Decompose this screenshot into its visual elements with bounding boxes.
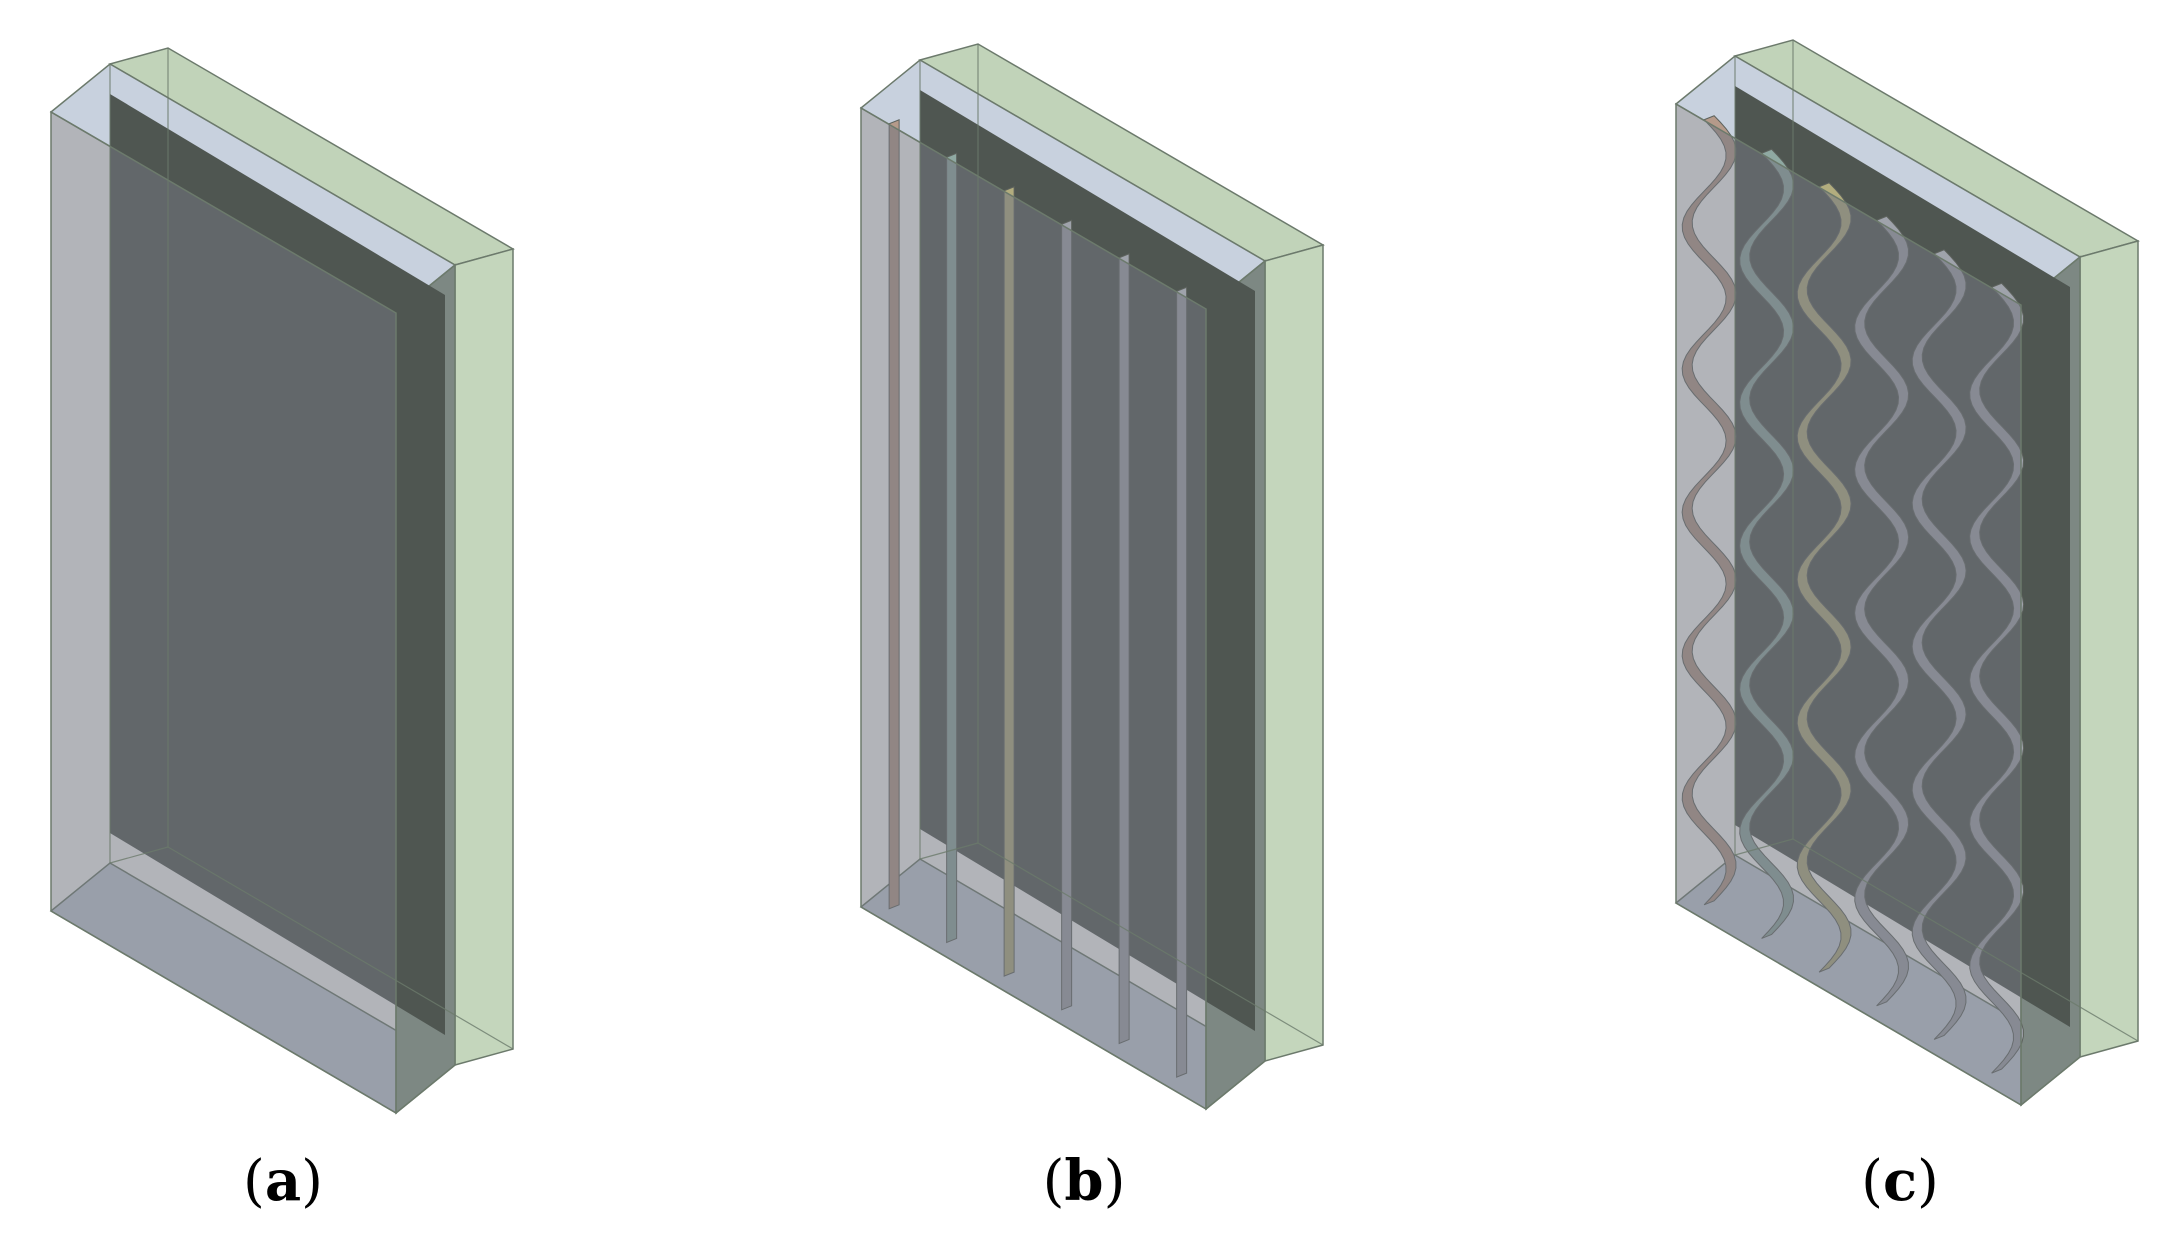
panel-a-plain-box bbox=[49, 47, 515, 1115]
slab-front-face bbox=[1675, 102, 2022, 1107]
caption-b: (b) bbox=[1042, 1148, 1126, 1214]
green-layer-side bbox=[454, 248, 514, 1066]
slab-front-face bbox=[50, 110, 397, 1115]
panel-c-wavy-channel-box bbox=[1674, 39, 2140, 1107]
hidden-edge-bottom bbox=[1792, 838, 2139, 1042]
hidden-edge-depth bbox=[1734, 838, 1794, 856]
hidden-edge-depth bbox=[109, 846, 169, 864]
caption-c: (c) bbox=[1861, 1148, 1939, 1214]
green-layer-side bbox=[1264, 244, 1324, 1062]
slab-front-face bbox=[860, 106, 1207, 1111]
green-layer-side bbox=[2079, 240, 2139, 1058]
hidden-edge-depth bbox=[919, 842, 979, 860]
hidden-edge-bottom bbox=[167, 846, 514, 1050]
panel-b-straight-channel-box bbox=[859, 43, 1325, 1111]
caption-a: (a) bbox=[242, 1148, 323, 1214]
hidden-edge-bottom bbox=[977, 842, 1324, 1046]
